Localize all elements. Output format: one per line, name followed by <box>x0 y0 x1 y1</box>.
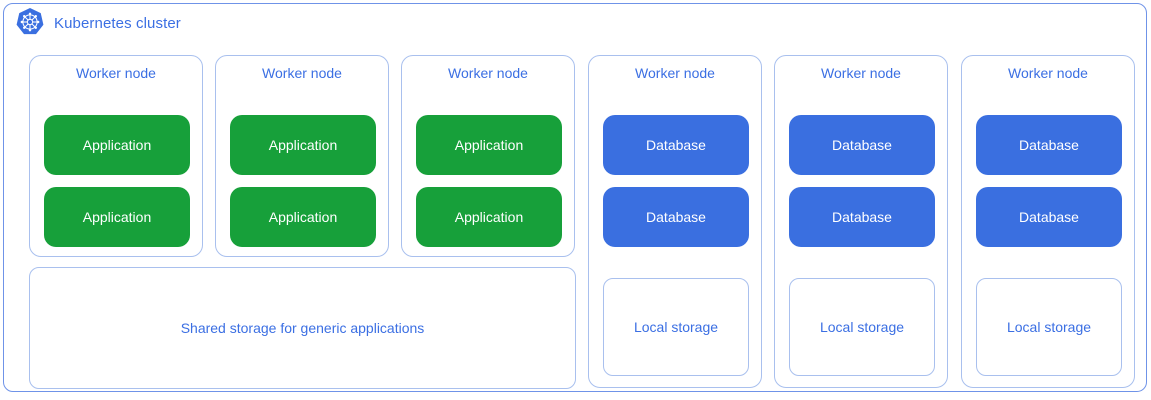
database-pod[interactable]: Database <box>789 115 935 175</box>
database-pod[interactable]: Database <box>603 115 749 175</box>
worker-node-label: Worker node <box>76 65 156 81</box>
local-storage-box[interactable]: Local storage <box>976 278 1122 376</box>
application-pod[interactable]: Application <box>44 115 190 175</box>
application-pod[interactable]: Application <box>416 115 562 175</box>
application-pod[interactable]: Application <box>230 187 376 247</box>
database-pod[interactable]: Database <box>603 187 749 247</box>
cluster-title-row: Kubernetes cluster <box>14 6 181 40</box>
application-pod[interactable]: Application <box>230 115 376 175</box>
worker-node-label: Worker node <box>448 65 528 81</box>
database-pod[interactable]: Database <box>976 187 1122 247</box>
kubernetes-helm-icon <box>16 8 44 35</box>
application-pod[interactable]: Application <box>416 187 562 247</box>
application-pod[interactable]: Application <box>44 187 190 247</box>
local-storage-box[interactable]: Local storage <box>603 278 749 376</box>
worker-node-label: Worker node <box>821 65 901 81</box>
worker-node-label: Worker node <box>262 65 342 81</box>
worker-node-label: Worker node <box>635 65 715 81</box>
cluster-title: Kubernetes cluster <box>54 14 181 32</box>
database-pod[interactable]: Database <box>789 187 935 247</box>
worker-node-label: Worker node <box>1008 65 1088 81</box>
local-storage-box[interactable]: Local storage <box>789 278 935 376</box>
shared-storage-box[interactable]: Shared storage for generic applications <box>29 267 576 389</box>
database-pod[interactable]: Database <box>976 115 1122 175</box>
